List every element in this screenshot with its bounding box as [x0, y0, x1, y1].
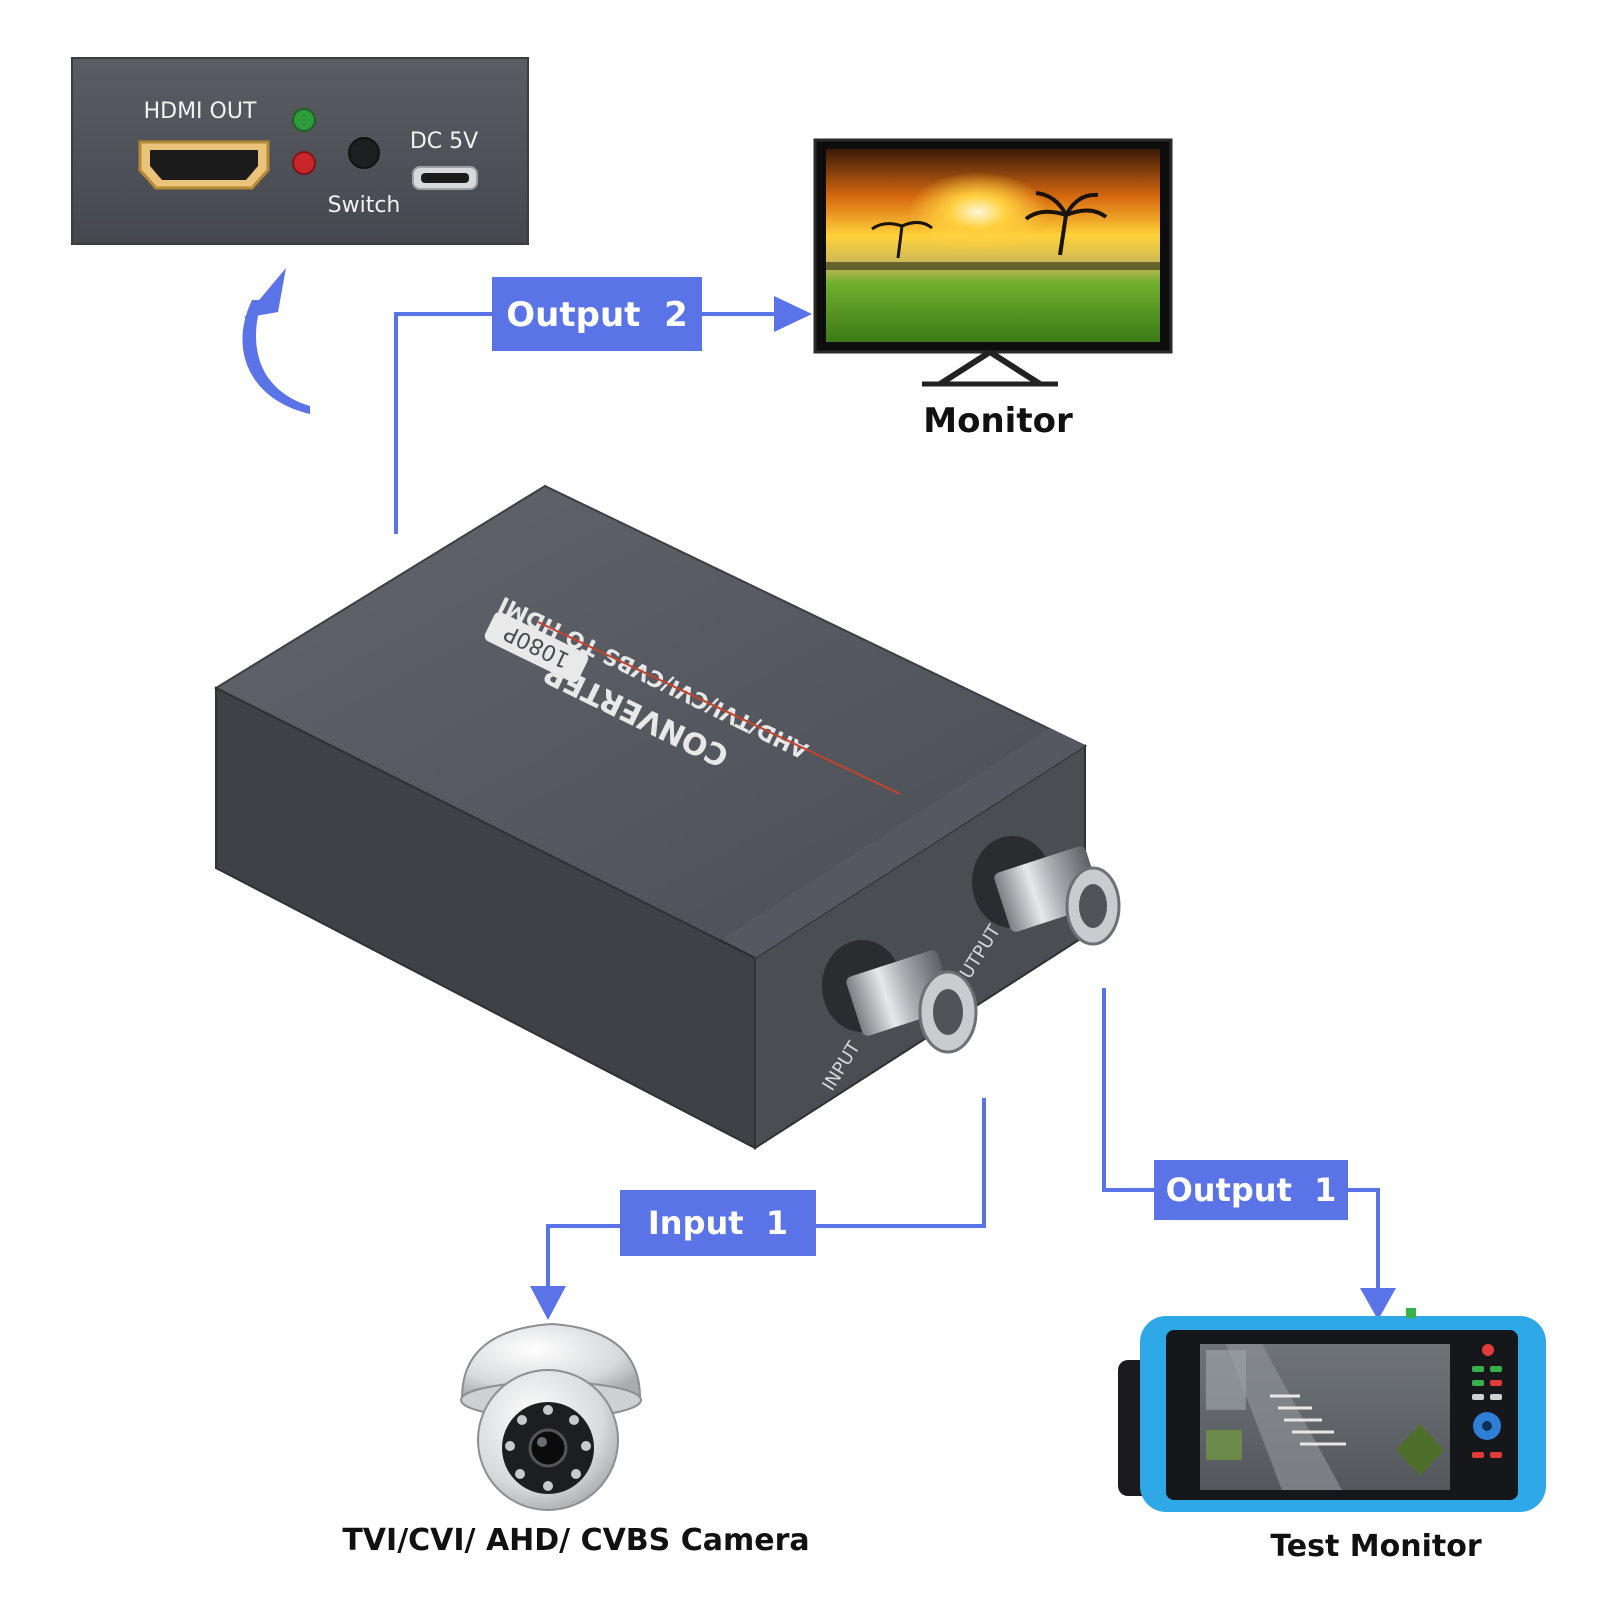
monitor-caption: Monitor: [923, 401, 1073, 441]
camera-caption: TVI/CVI/ AHD/ CVBS Camera: [342, 1523, 809, 1558]
switch-label: Switch: [328, 193, 401, 218]
dome-camera-image: [460, 1322, 642, 1511]
switch-button[interactable]: [348, 137, 380, 169]
input1-arrow-icon: [530, 1286, 566, 1320]
test-monitor-image: [1118, 1308, 1546, 1512]
red-stripe: [537, 621, 901, 795]
converter-device: CONVERTER AHD/TVI/CVI/CVBS TO HDMI 1080P…: [213, 484, 1121, 1150]
hdmi-out-label: HDMI OUT: [144, 99, 257, 124]
input1-label: Input 1: [648, 1204, 788, 1242]
keypad-buttons: [1472, 1344, 1502, 1458]
bnc-input-connector: [822, 940, 978, 1054]
output1-label: Output 1: [1166, 1171, 1337, 1209]
output2-connector: Output 2: [394, 277, 812, 534]
output1-arrow-icon: [1360, 1288, 1396, 1320]
hdmi-panel: HDMI OUT Switch DC 5V: [71, 57, 529, 245]
output2-arrow-icon: [774, 296, 812, 332]
dc5v-label: DC 5V: [410, 129, 478, 154]
output2-label: Output 2: [506, 295, 688, 335]
input1-connector: Input 1: [530, 1098, 986, 1320]
green-led-icon: [292, 108, 316, 132]
micro-usb-port-icon: [412, 166, 478, 190]
bnc-output-connector: [972, 836, 1121, 946]
test-monitor-caption: Test Monitor: [1270, 1529, 1482, 1564]
curved-arrow-icon: [242, 268, 310, 414]
hdmi-port-icon: [138, 140, 270, 190]
monitor-image: [813, 138, 1173, 387]
red-led-icon: [292, 151, 316, 175]
output1-connector: Output 1: [1102, 988, 1396, 1320]
